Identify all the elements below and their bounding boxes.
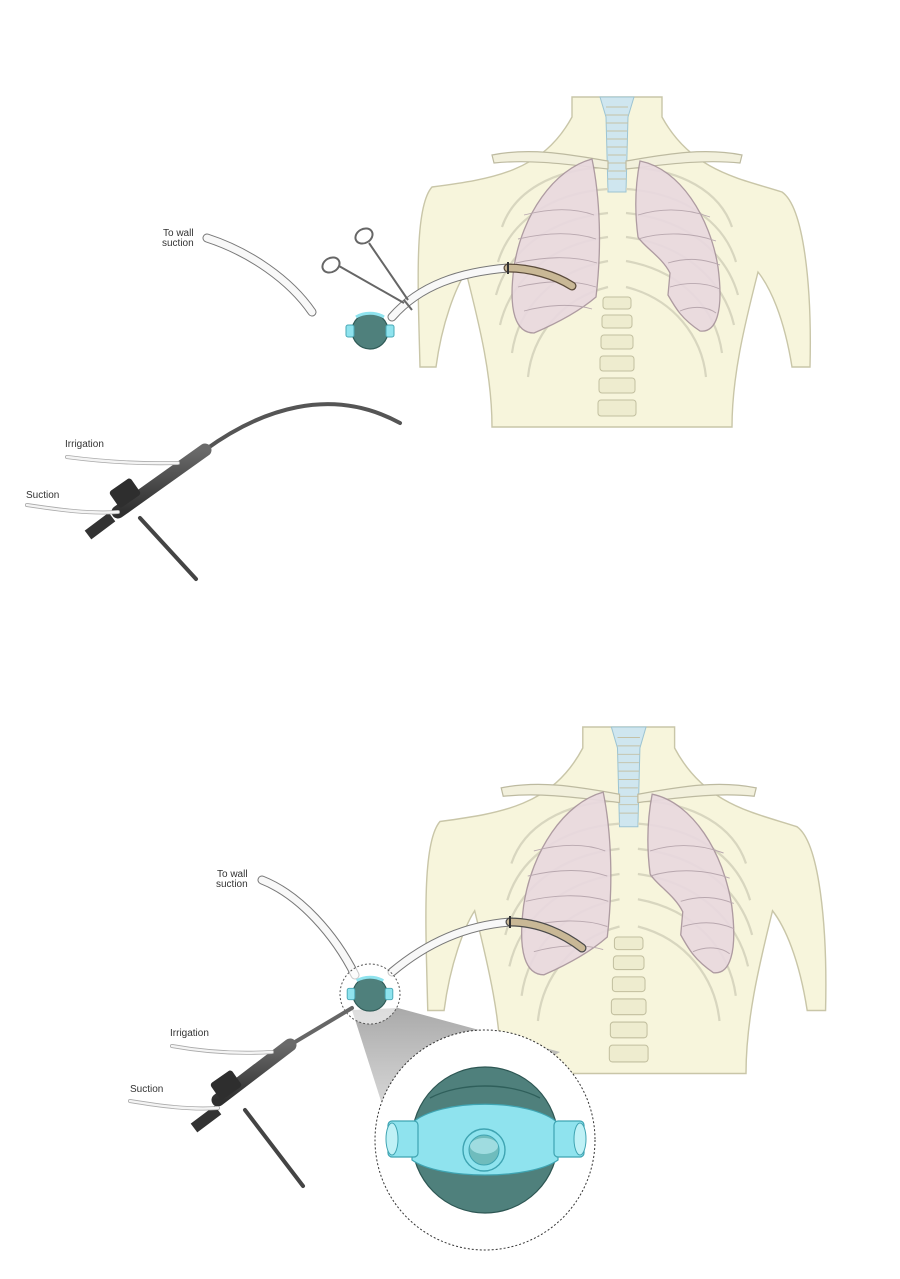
drainage-port-top <box>344 311 396 351</box>
irrigation-line-top <box>65 455 180 466</box>
wall-suction-tube-bottom <box>257 875 360 980</box>
chest-tube-top <box>387 262 577 322</box>
irrigation-line-bottom <box>170 1044 274 1055</box>
thoracoscope-bottom <box>190 1006 354 1188</box>
irrigation-label-top: Irrigation <box>65 439 104 450</box>
to-wall-label-bottom: To wall <box>217 869 248 880</box>
chest-tube-bottom <box>387 916 587 977</box>
chest-anatomy-bottom <box>424 725 828 1075</box>
clamp-icon <box>321 227 413 311</box>
magnified-port-inset <box>374 1029 596 1251</box>
thoracoscope-top <box>84 402 402 581</box>
irrigation-label-bottom: Irrigation <box>170 1028 209 1039</box>
wall-suction-tube-top <box>202 233 317 317</box>
suction-line-bottom <box>128 1099 220 1111</box>
suction-label-line2-top: suction <box>162 238 194 249</box>
suction-label-bottom: Suction <box>130 1084 163 1095</box>
suction-label-line2-bottom: suction <box>216 879 248 890</box>
to-wall-label-top: To wall <box>163 228 194 239</box>
chest-anatomy-top <box>417 95 812 429</box>
suction-label-top: Suction <box>26 490 59 501</box>
panel-top: To wall suction Irrigation <box>25 95 812 581</box>
panel-bottom: To wall suction Irrigation Suction <box>128 725 828 1251</box>
suction-line-top <box>25 503 120 515</box>
